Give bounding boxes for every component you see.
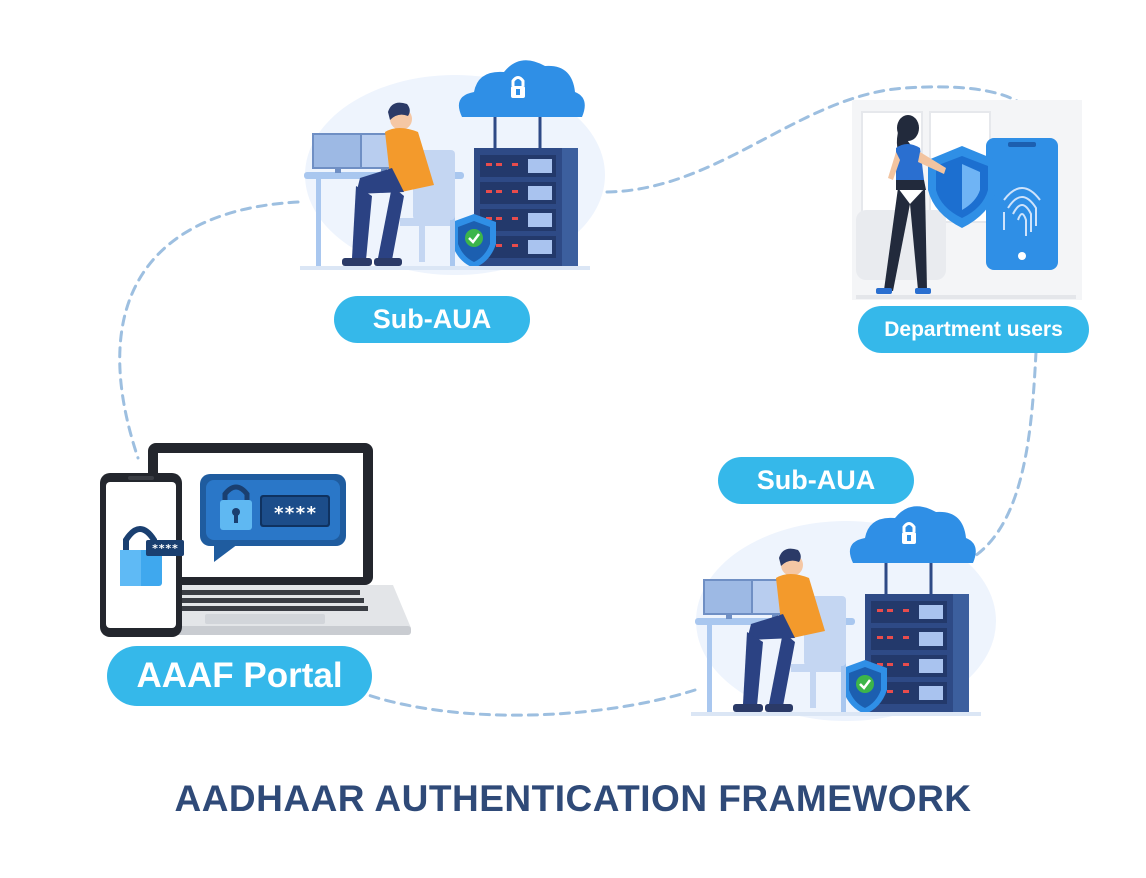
page-title: AADHAAR AUTHENTICATION FRAMEWORK [174, 778, 972, 819]
phone: **** [100, 473, 184, 637]
padlock-icon [220, 484, 252, 530]
phone-password-mask: **** [152, 542, 179, 555]
cloud-lock-icon [458, 60, 585, 148]
person-at-desk [342, 102, 434, 266]
shield-check-icon [452, 214, 496, 268]
keyboard [152, 590, 368, 611]
user-figure [876, 115, 946, 294]
login-speech-bubble: **** [200, 474, 346, 562]
aaaf-portal-label: AAAF Portal [107, 646, 372, 706]
server-rack [865, 594, 969, 714]
sub-aua-top-illustration [300, 60, 605, 275]
department-users-label: Department users [858, 306, 1089, 353]
security-shield-icon [928, 146, 996, 228]
fingerprint-phone-icon [986, 138, 1058, 270]
cloud-lock-icon [849, 506, 976, 594]
sub-aua-right-label: Sub-AUA [718, 457, 914, 504]
padlock-icon [120, 526, 162, 586]
department-users-illustration [852, 100, 1082, 300]
person-at-desk [733, 548, 825, 712]
sub-aua-right-illustration [691, 506, 996, 721]
sub-aua-top-label: Sub-AUA [334, 296, 530, 343]
screen-password-mask: **** [273, 503, 316, 524]
shield-check-icon [843, 660, 887, 714]
